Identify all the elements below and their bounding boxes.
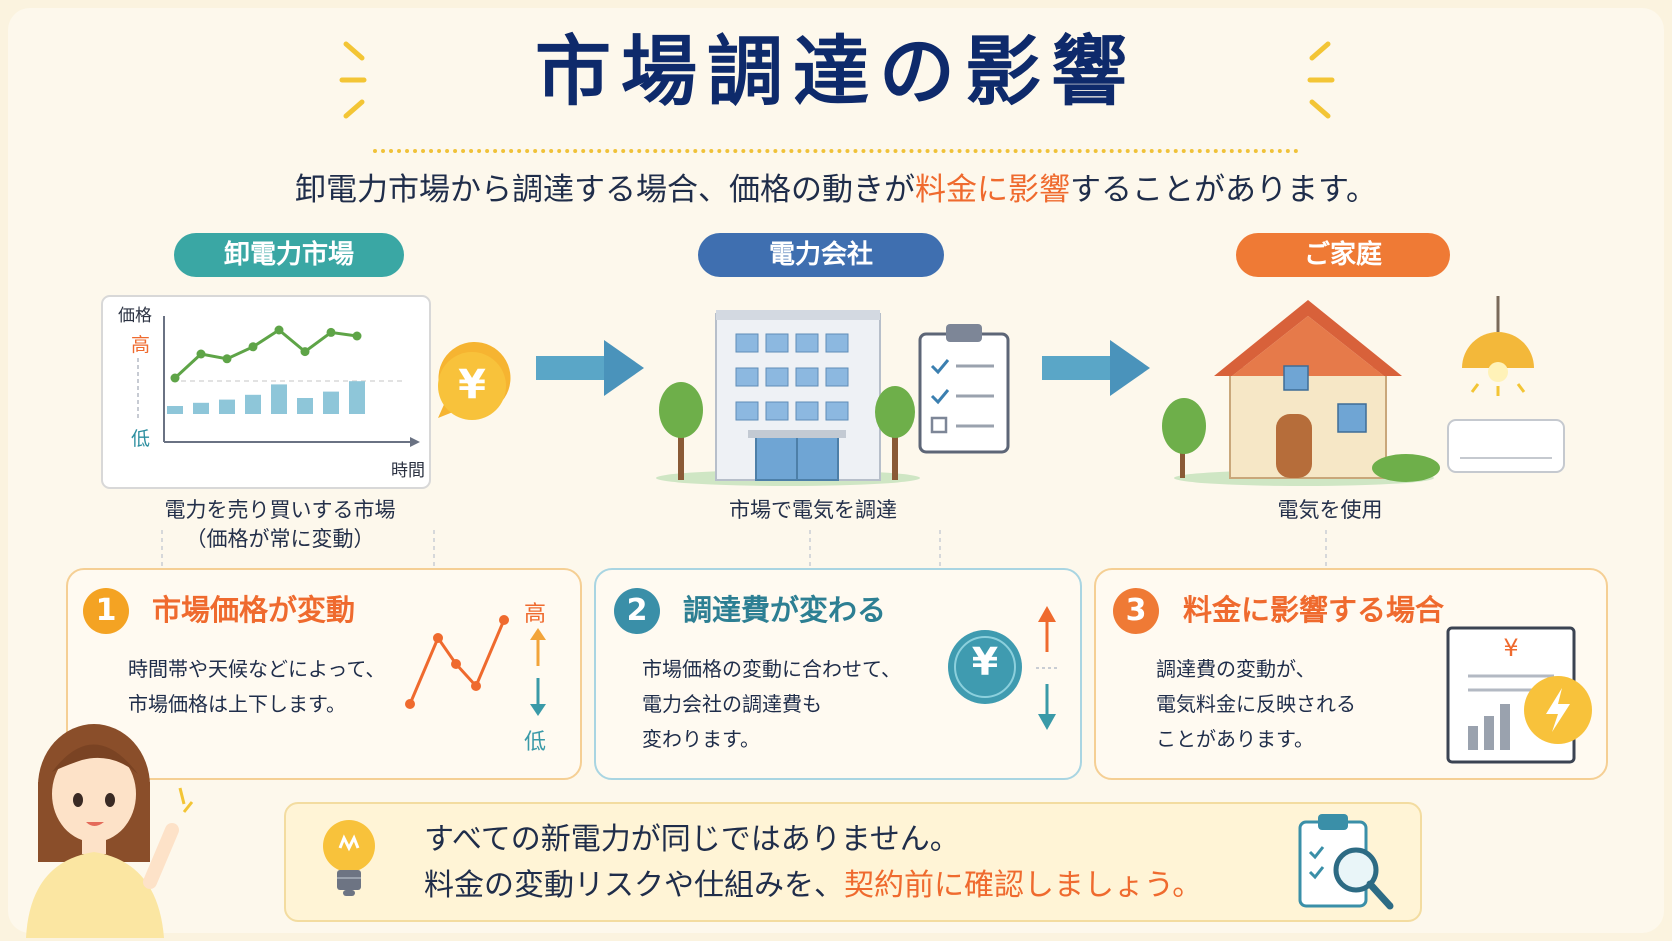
yen-bubble-symbol: ¥	[458, 362, 486, 408]
market-caption: 電力を売り買いする市場 （価格が常に変動）	[130, 496, 430, 554]
card-market-price	[66, 568, 582, 780]
lightbulb-icon	[323, 820, 375, 896]
chart-point	[196, 349, 206, 359]
card1-number-badge: 1	[83, 588, 129, 634]
chart-bar	[219, 399, 235, 414]
card1-line2: 市場価格は上下します。	[128, 692, 346, 716]
home-caption: 電気を使用	[1277, 498, 1383, 522]
stage-pill-market: 卸電力市場	[174, 233, 404, 277]
card3-line1: 調達費の変動が、	[1156, 657, 1316, 681]
chart-bar	[349, 381, 365, 414]
chart-point	[222, 354, 232, 364]
flow-arrow-2-icon	[1042, 340, 1150, 396]
card2-line1: 市場価格の変動に合わせて、	[642, 657, 901, 681]
stage-pill-power-company: 電力会社	[698, 233, 944, 277]
chart-bar	[245, 394, 261, 414]
chart-bar	[323, 391, 339, 414]
chart-point	[274, 325, 284, 335]
chart-point	[300, 347, 310, 357]
ceiling-lamp-icon	[1462, 296, 1534, 396]
card3-number-badge: 3	[1113, 588, 1159, 634]
sparkle-left-icon	[339, 41, 367, 119]
electric-bill-icon	[1446, 626, 1592, 764]
stage-pill-home: ご家庭	[1236, 233, 1450, 277]
chart-ylabel: 価格	[118, 306, 152, 326]
chart-point	[248, 342, 258, 352]
card2-number-badge: 2	[614, 588, 660, 634]
subtitle-text-end: することがあります。	[1070, 172, 1377, 208]
office-building-icon	[656, 310, 920, 486]
note-line2-highlight: 契約前に確認しましょう。	[844, 868, 1203, 903]
clipboard-magnifier-icon	[1298, 814, 1394, 910]
woman-pointing-illustration	[26, 724, 194, 938]
card1-body: 時間帯や天候などによって、 市場価格は上下します。	[128, 652, 385, 722]
sparkle-right-icon	[1307, 41, 1335, 119]
card2-yen-symbol: ¥	[971, 640, 999, 684]
card3-line2: 電気料金に反映される	[1156, 692, 1356, 716]
cost-up-down-arrow-icon	[1036, 606, 1058, 730]
card3-line3: ことがあります。	[1156, 727, 1314, 751]
market-caption-line2: （価格が常に変動）	[185, 527, 375, 551]
chart-point	[170, 373, 180, 383]
chart-bar	[193, 402, 209, 414]
card3-title: 料金に影響する場合	[1183, 593, 1445, 627]
house-icon	[1162, 300, 1440, 486]
yen-bubble-icon	[438, 342, 511, 420]
chart-xlabel: 時間	[391, 461, 425, 481]
chart-high-label: 高	[131, 334, 151, 356]
subtitle-text: 卸電力市場から調達する場合、価格の動きが	[295, 172, 916, 208]
note-line2-text: 料金の変動リスクや仕組みを、	[424, 868, 844, 903]
flow-arrow-1-icon	[536, 340, 644, 396]
chart-point	[352, 331, 362, 341]
card1-high-label: 高	[524, 602, 547, 627]
card3-yen-symbol: ¥	[1503, 634, 1519, 662]
note-line1: すべての新電力が同じではありません。	[424, 822, 960, 857]
market-price-chart	[101, 295, 431, 489]
chart-bar	[297, 398, 313, 414]
chart-point	[326, 327, 336, 337]
card2-body: 市場価格の変動に合わせて、 電力会社の調達費も 変わります。	[642, 652, 901, 757]
card2-line2: 電力会社の調達費も	[642, 692, 822, 716]
card1-low-label: 低	[524, 730, 547, 755]
card1-line1: 時間帯や天候などによって、	[128, 657, 386, 681]
note-line2: 料金の変動リスクや仕組みを、契約前に確認しましょう。	[424, 864, 1202, 908]
air-conditioner-icon	[1447, 419, 1565, 473]
subtitle-highlight: 料金に影響	[915, 172, 1071, 208]
market-caption-line1: 電力を売り買いする市場	[164, 498, 396, 522]
note-box	[284, 802, 1422, 922]
power-company-caption: 市場で電気を調達	[729, 498, 897, 522]
title-underline	[373, 149, 1299, 153]
chart-bar	[167, 406, 183, 414]
up-down-arrow-icon	[530, 628, 546, 716]
page-title: 市場調達の影響	[535, 27, 1137, 116]
price-fluctuation-chart-icon	[405, 615, 509, 709]
card1-title: 市場価格が変動	[152, 593, 356, 627]
chart-low-label: 低	[131, 428, 151, 450]
page-subtitle: 卸電力市場から調達する場合、価格の動きが料金に影響することがあります。	[0, 170, 1672, 210]
card-procurement-cost	[594, 568, 1082, 780]
card3-body: 調達費の変動が、 電気料金に反映される ことがあります。	[1156, 652, 1356, 757]
yen-coin-icon	[948, 630, 1022, 704]
card2-line3: 変わります。	[642, 727, 760, 751]
checklist-clipboard-icon	[918, 324, 1010, 454]
chart-bar	[271, 384, 287, 414]
card2-title: 調達費が変わる	[683, 593, 887, 627]
